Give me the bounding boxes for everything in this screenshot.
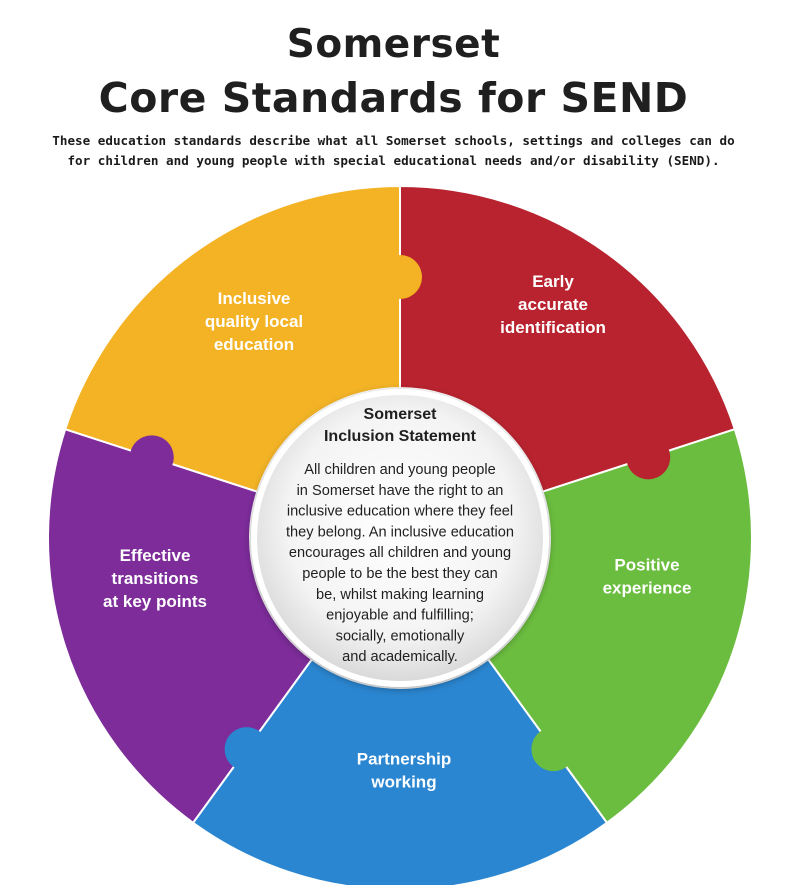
center-body-line7: be, whilst making learning [316, 587, 484, 603]
center-body-line10: and academically. [342, 649, 458, 665]
segment-label-positive-experience-line1: Positive [614, 556, 679, 575]
center-body-line2: in Somerset have the right to an [297, 483, 504, 499]
page-title-line1: Somerset [286, 22, 501, 67]
segment-label-inclusive-quality-local-education-line3: education [214, 335, 294, 354]
segment-label-partnership-working-line2: working [370, 773, 436, 792]
center-body-line3: inclusive education where they feel [287, 504, 513, 520]
center-title-line1: Somerset [364, 406, 438, 423]
segment-label-effective-transitions-line2: transitions [112, 569, 199, 588]
puzzle-knob-positive-experience [531, 727, 576, 772]
puzzle-knob-inclusive-quality-local-education [378, 255, 422, 299]
segment-label-partnership-working-line1: Partnership [357, 750, 451, 769]
center-body-line6: people to be the best they can [302, 566, 498, 582]
center-body-line9: socially, emotionally [336, 628, 465, 644]
segment-label-early-accurate-identification-line3: identification [500, 318, 606, 337]
center-circle [251, 389, 549, 687]
center-body-line4: they belong. An inclusive education [286, 524, 514, 540]
puzzle-knob-partnership-working [224, 727, 269, 772]
segment-label-effective-transitions-line3: at key points [103, 592, 207, 611]
segment-partnership-working [191, 657, 609, 885]
segment-label-inclusive-quality-local-education-line1: Inclusive [218, 289, 291, 308]
page-title-line2: Core Standards for SEND [98, 74, 689, 122]
center-body-line1: All children and young people [304, 462, 495, 478]
segment-effective-transitions [47, 427, 314, 825]
segment-inclusive-quality-local-education [63, 184, 401, 493]
center-body-line8: enjoyable and fulfilling; [326, 608, 474, 624]
segment-label-positive-experience-line2: experience [603, 579, 692, 598]
puzzle-knob-effective-transitions [129, 435, 174, 480]
puzzle-knob-early-accurate-identification [626, 435, 671, 480]
segment-label-inclusive-quality-local-education-line2: quality local [205, 312, 303, 331]
center-title-line2: Inclusion Statement [324, 428, 477, 445]
segment-label-effective-transitions-line1: Effective [120, 546, 191, 565]
segment-label-early-accurate-identification-line2: accurate [518, 295, 588, 314]
segment-early-accurate-identification [399, 184, 737, 493]
subtitle-line1: These education standards describe what … [52, 133, 735, 148]
center-body-line5: encourages all children and young [289, 545, 511, 561]
subtitle-line2: for children and young people with speci… [67, 153, 720, 168]
segment-label-early-accurate-identification-line1: Early [532, 272, 574, 291]
segment-positive-experience [486, 427, 753, 825]
